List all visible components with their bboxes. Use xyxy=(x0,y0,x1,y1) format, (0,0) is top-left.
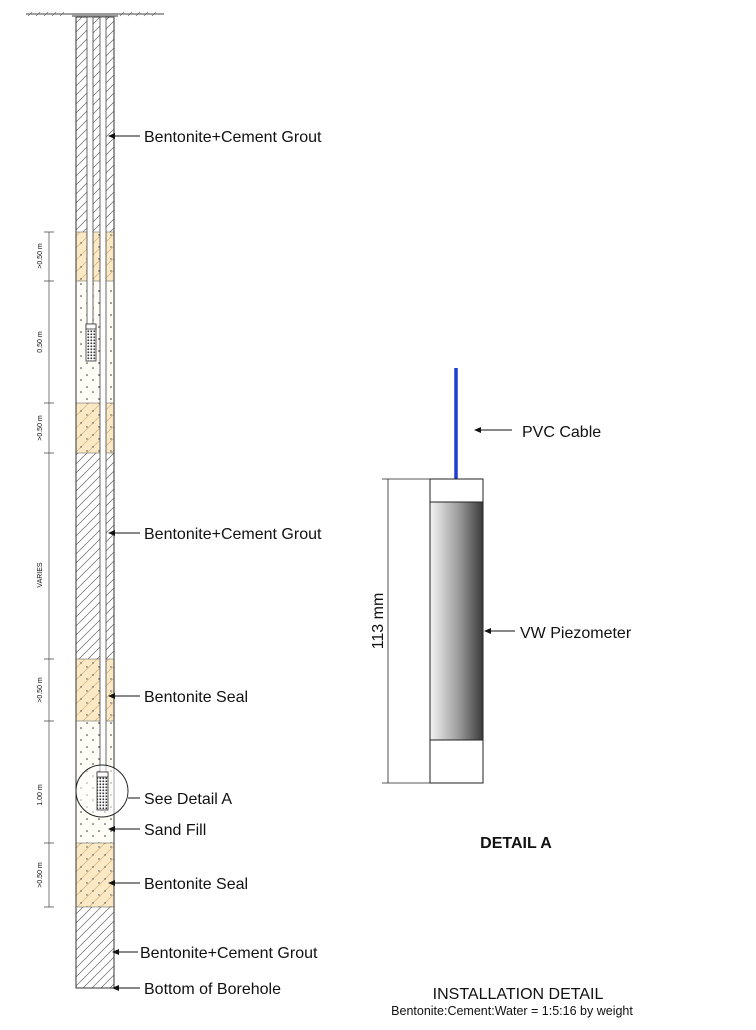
label-grout-top: Bentonite+Cement Grout xyxy=(144,129,322,146)
installation-title: INSTALLATION DETAIL xyxy=(433,986,604,1003)
upper-piezometer xyxy=(85,323,97,362)
label-grout-bottom: Bentonite+Cement Grout xyxy=(140,945,318,962)
piezo-body xyxy=(429,501,484,741)
dim-5: >0.50 m xyxy=(37,677,44,703)
dim-1: >0.50 m xyxy=(37,243,44,269)
layer-grout-mid xyxy=(76,453,114,659)
layer-grout-bottom xyxy=(76,907,114,988)
mix-ratio: Bentonite:Cement:Water = 1:5:16 by weigh… xyxy=(391,1004,633,1018)
layer-grout-top xyxy=(76,17,114,232)
ground-surface xyxy=(26,11,164,17)
label-grout-mid: Bentonite+Cement Grout xyxy=(144,526,322,543)
layer-labels: Bentonite+Cement Grout Bentonite+Cement … xyxy=(140,129,322,998)
piezo-bottom-cap xyxy=(429,739,484,784)
label-see-detail: See Detail A xyxy=(144,791,232,808)
detail-a-callout xyxy=(75,764,129,818)
dim-4: VARIES xyxy=(37,562,44,587)
footer: INSTALLATION DETAIL Bentonite:Cement:Wat… xyxy=(391,986,633,1018)
vw-piezometer-label: VW Piezometer xyxy=(520,625,632,642)
leader-arrows xyxy=(108,133,140,991)
detail-a-title: DETAIL A xyxy=(480,835,552,852)
pvc-cable-label: PVC Cable xyxy=(522,424,601,441)
layer-seal-1 xyxy=(76,232,114,281)
layer-seal-2 xyxy=(76,403,114,453)
label-sand-fill: Sand Fill xyxy=(144,822,206,839)
layer-seal-3 xyxy=(76,659,114,721)
label-bottom: Bottom of Borehole xyxy=(144,981,281,998)
dim-7: >0.50 m xyxy=(37,862,44,888)
dim-3: >0.50 m xyxy=(37,415,44,441)
layer-seal-4 xyxy=(76,843,114,907)
borehole-column xyxy=(75,16,115,989)
length-label: 113 mm xyxy=(370,593,387,650)
label-seal-mid: Bentonite Seal xyxy=(144,689,248,706)
piezo-top-cap xyxy=(429,478,484,503)
dimension-labels: >0.50 m 0.50 m >0.50 m VARIES >0.50 m 1.… xyxy=(37,243,44,888)
label-seal-bottom: Bentonite Seal xyxy=(144,876,248,893)
length-dimension xyxy=(382,478,430,784)
dim-6: 1.00 m xyxy=(37,784,44,806)
dimension-ladder xyxy=(44,231,54,908)
dim-2: 0.50 m xyxy=(37,331,44,353)
detail-a: 113 mm PVC Cable VW Piezometer DETAIL A xyxy=(370,368,632,852)
